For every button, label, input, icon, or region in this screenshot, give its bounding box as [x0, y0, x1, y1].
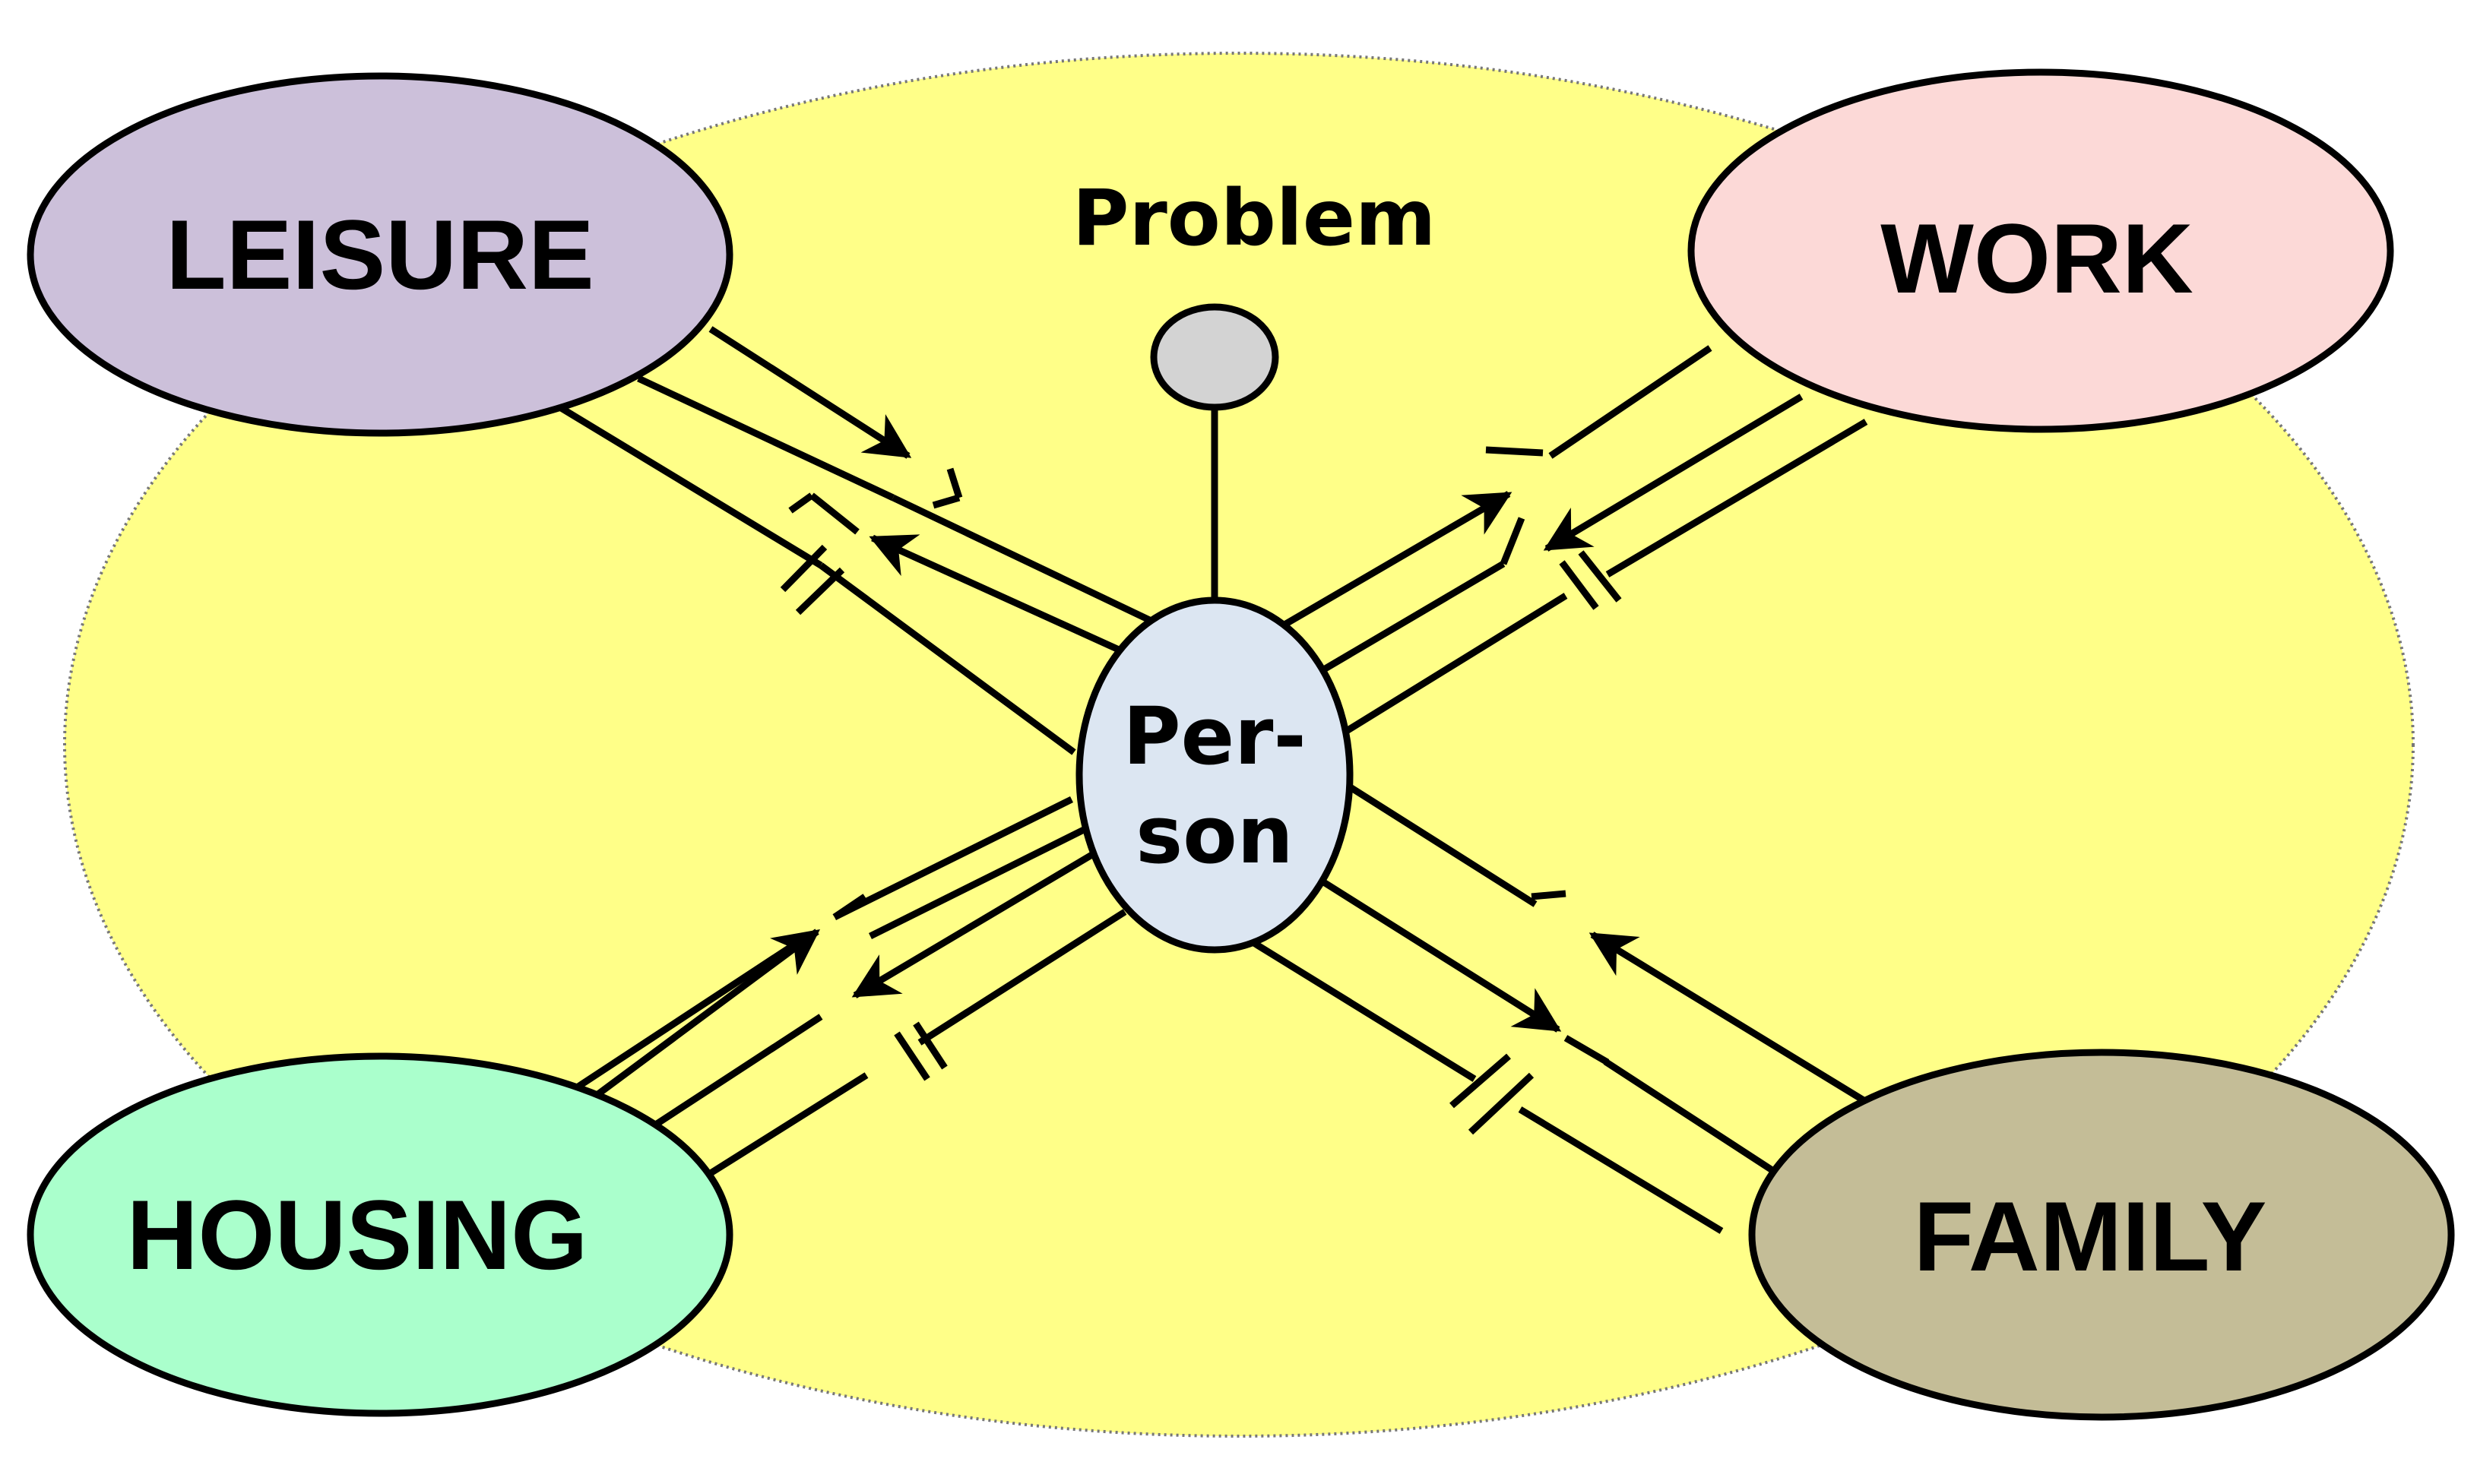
family-connection — [1244, 783, 1866, 1234]
person-label-line2: son — [1136, 789, 1293, 881]
problem-label: Problem — [1072, 173, 1436, 264]
housing-label: HOUSING — [127, 1179, 588, 1290]
work-node: WORK — [1687, 68, 2394, 433]
housing-connection — [568, 796, 1127, 1179]
family-node: FAMILY — [1748, 1049, 2455, 1421]
person-node — [1075, 596, 1354, 954]
person-label-line1: Per- — [1123, 690, 1306, 783]
family-label: FAMILY — [1914, 1181, 2267, 1292]
leisure-connection — [556, 326, 1161, 755]
housing-node: HOUSING — [27, 1052, 733, 1417]
work-connection — [1282, 345, 1868, 735]
work-label: WORK — [1880, 203, 2194, 314]
leisure-node: LEISURE — [27, 72, 733, 437]
leisure-label: LEISURE — [166, 199, 594, 310]
problem-marker — [1150, 303, 1279, 411]
